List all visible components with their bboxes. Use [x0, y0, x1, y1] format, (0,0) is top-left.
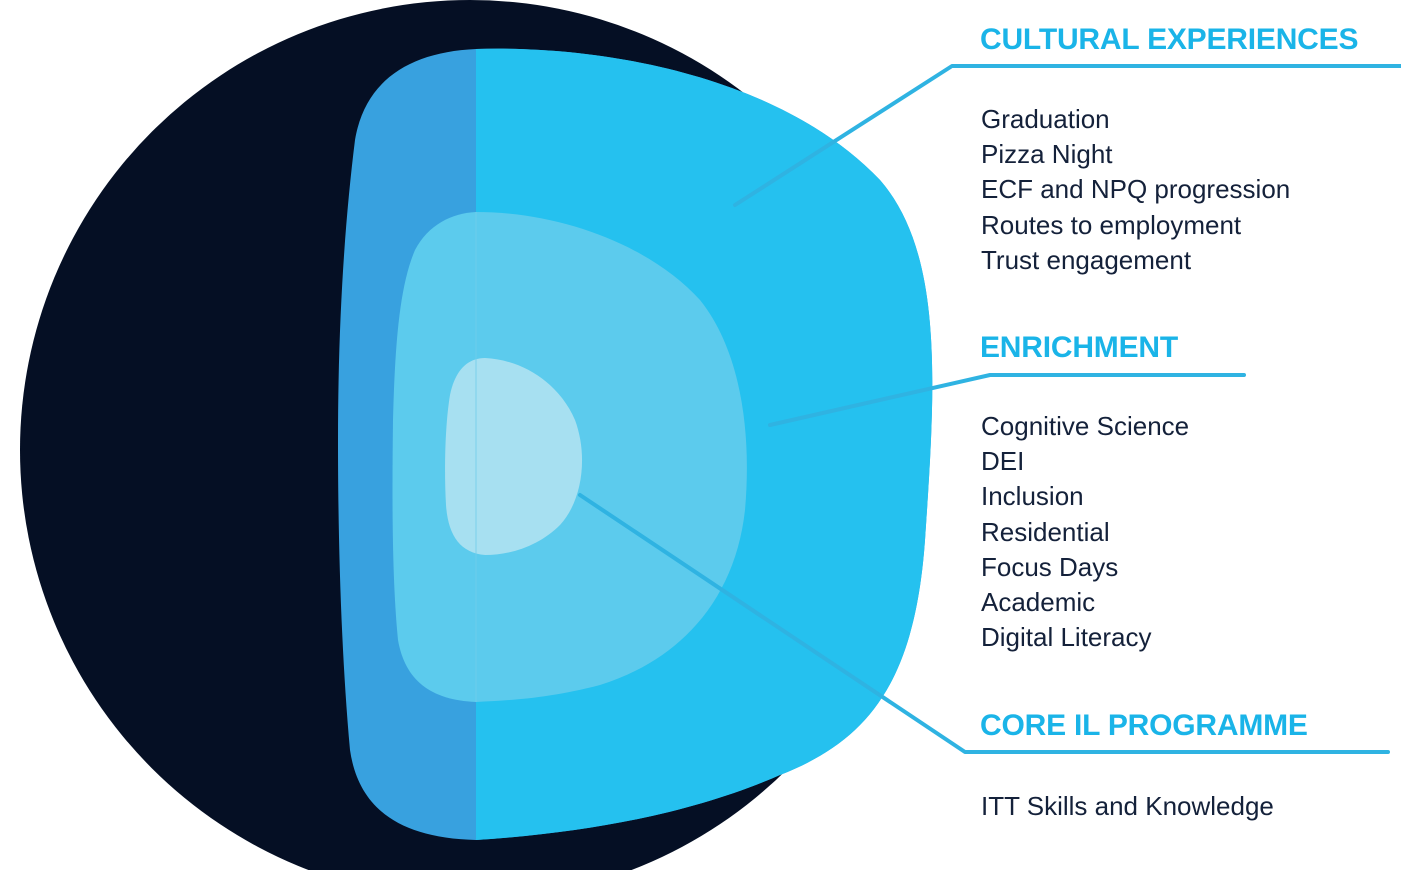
core-il-programme-list: ITT Skills and Knowledge: [981, 789, 1274, 824]
list-item: DEI: [981, 446, 1025, 477]
leader-line-enrichment: [768, 373, 1246, 427]
list-item: ECF and NPQ progression: [981, 174, 1291, 205]
list-item: Residential: [981, 516, 1110, 547]
heading-core-il-programme: CORE IL PROGRAMME: [980, 709, 1308, 742]
cultural-experiences-list: Graduation Pizza Night ECF and NPQ progr…: [981, 102, 1290, 278]
heading-cultural-experiences: CULTURAL EXPERIENCES: [980, 23, 1359, 56]
list-item: Pizza Night: [981, 139, 1113, 170]
list-item: Digital Literacy: [981, 622, 1152, 653]
inner-core: [445, 358, 583, 555]
list-item: ITT Skills and Knowledge: [981, 791, 1274, 821]
enrichment-list: Cognitive Science DEI Inclusion Resident…: [981, 409, 1189, 655]
list-item: Inclusion: [981, 481, 1084, 512]
leader-line-cultural-experiences: [733, 64, 1401, 207]
list-item: Academic: [981, 587, 1096, 618]
list-item: Trust engagement: [981, 244, 1192, 275]
list-item: Focus Days: [981, 551, 1119, 582]
list-item: Routes to employment: [981, 209, 1242, 240]
leader-line-core-il-programme: [578, 493, 1390, 754]
list-item: Graduation: [981, 104, 1110, 134]
heading-enrichment: ENRICHMENT: [980, 331, 1178, 364]
list-item: Cognitive Science: [981, 411, 1190, 441]
